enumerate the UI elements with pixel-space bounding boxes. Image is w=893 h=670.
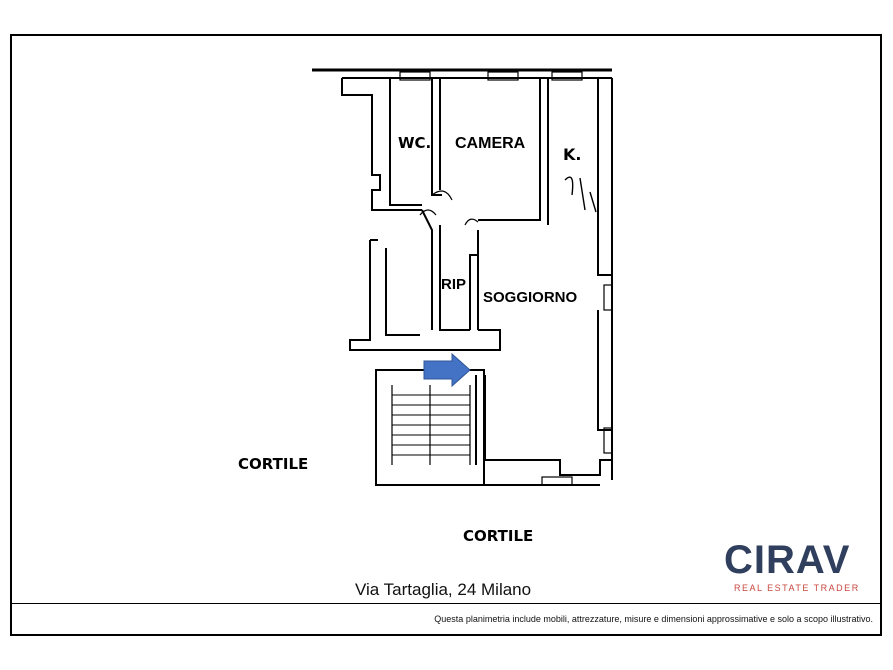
room-label-soggiorno: SOGGIORNO <box>483 289 578 306</box>
logo-name: CIRAV <box>724 538 851 582</box>
entrance-arrow <box>423 352 471 388</box>
room-label-wc: WC. <box>398 134 431 152</box>
agency-logo: CIRAV REAL ESTATE TRADER <box>724 538 874 598</box>
room-label-rip: RIP <box>441 276 466 293</box>
footer-divider <box>10 603 882 604</box>
logo-tagline: REAL ESTATE TRADER <box>734 583 860 593</box>
disclaimer: Questa planimetria include mobili, attre… <box>434 614 873 624</box>
room-label-camera: CAMERA <box>455 135 526 152</box>
address: Via Tartaglia, 24 Milano <box>355 580 532 599</box>
room-label-kitchen: K. <box>563 145 581 164</box>
drawing-frame <box>10 34 882 636</box>
courtyard-label-bottom: CORTILE <box>463 527 533 545</box>
courtyard-label-left: CORTILE <box>238 455 308 473</box>
